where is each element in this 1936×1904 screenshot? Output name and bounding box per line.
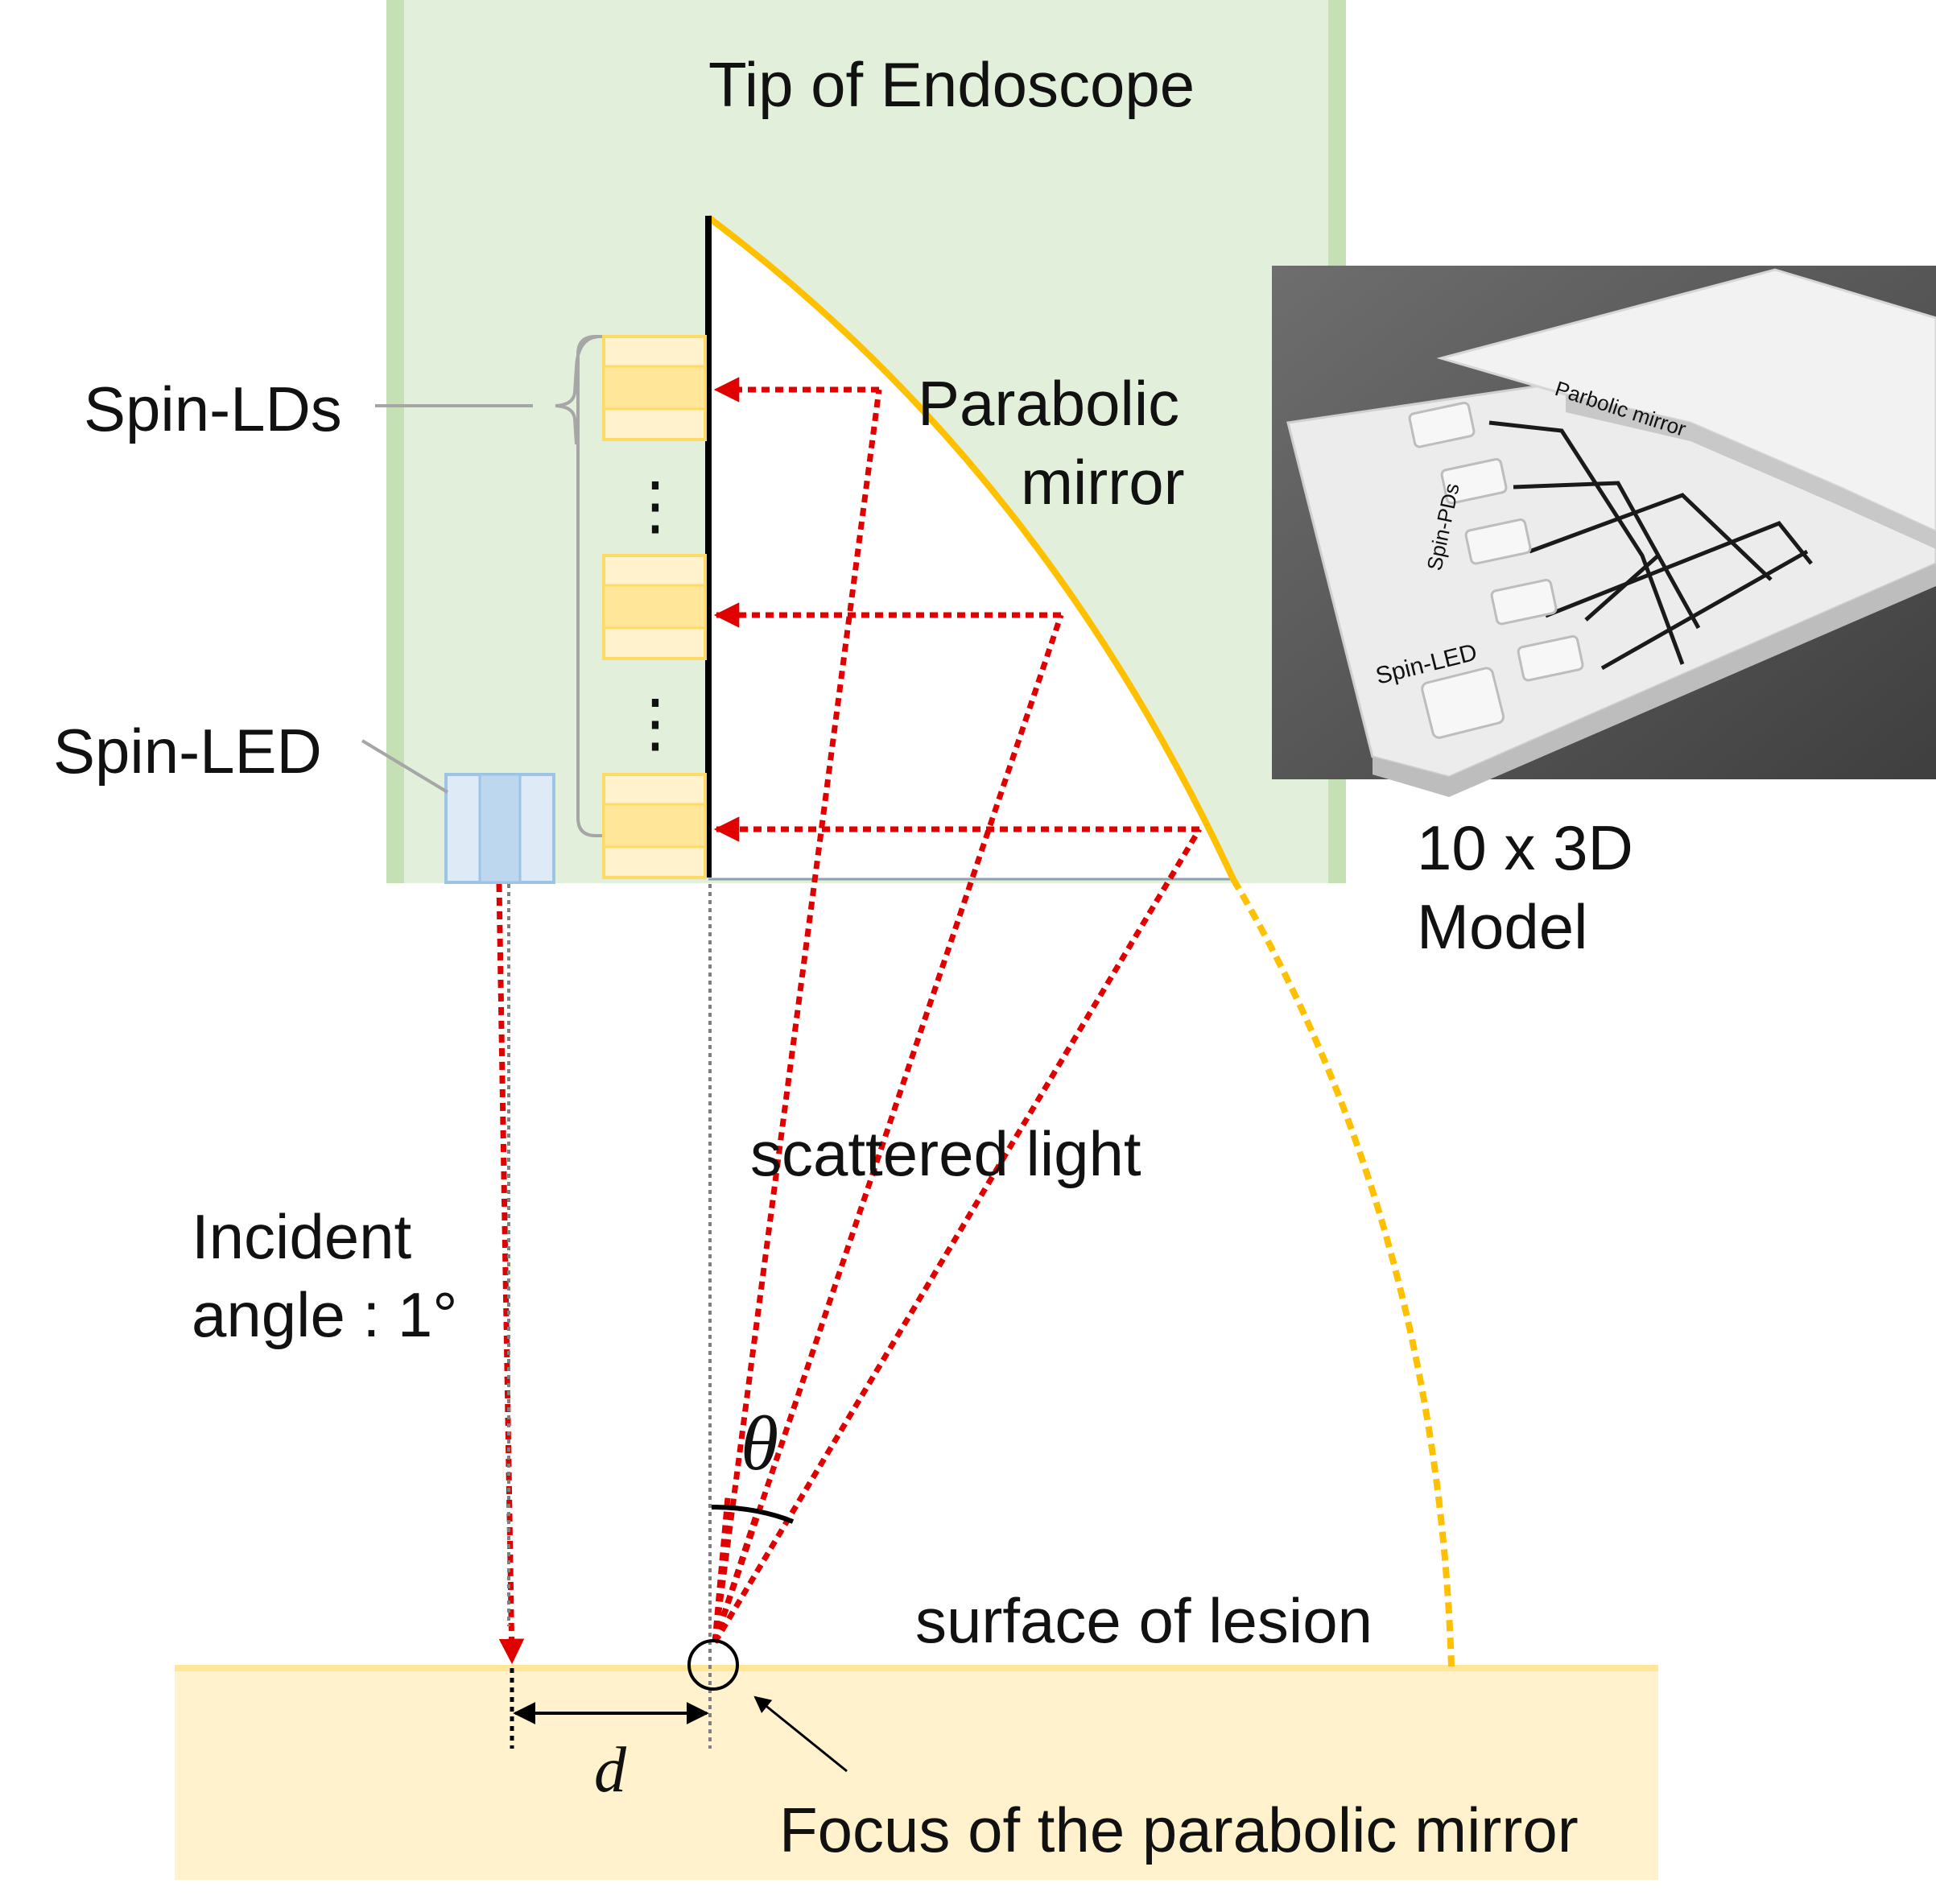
lesion-label: surface of lesion [915, 1585, 1373, 1656]
scattered-ray [712, 828, 1203, 1644]
spin-lds-label: Spin-LDs [84, 374, 342, 444]
ellipsis-icon: ⋮ [623, 469, 687, 541]
mirror-body [708, 217, 1233, 879]
theta-angle: θ scattered light [711, 1118, 1141, 1524]
ellipsis-icon: ⋮ [623, 687, 687, 758]
spin-ld [602, 773, 707, 879]
theta-arc [711, 1505, 795, 1524]
brace-icon [576, 335, 602, 837]
spin-ld [602, 554, 707, 660]
scattered-rays [712, 389, 1203, 1644]
model-photo: Parbolic mirror Spin-PDs Spin-LED [1272, 266, 1936, 797]
photo-grid-lines [1488, 420, 1813, 671]
theta-label: θ [741, 1400, 778, 1486]
parabolic-mirror: Parabolic mirror [705, 214, 1455, 1667]
mirror-label-line1: Parabolic [918, 368, 1179, 439]
mirror-label-line2: mirror [1021, 447, 1185, 518]
model-label-line1: 10 x 3D [1417, 812, 1633, 883]
distance-label: d [594, 1735, 627, 1806]
mirror-extension [1230, 877, 1455, 1667]
spin-ld-array: ⋮ ⋮ Spin-LDs [84, 335, 707, 879]
spin-led: Spin-LED [53, 716, 555, 884]
reflected-rays [713, 377, 1199, 842]
lesion: surface of lesion [175, 1585, 1658, 1880]
photo-spin-pd-array [1408, 402, 1584, 682]
scattered-ray [712, 613, 1064, 1644]
focus: Focus of the parabolic mirror [687, 1639, 1579, 1865]
focus-circle-icon [687, 1639, 739, 1691]
endoscope-left-edge [386, 0, 404, 883]
scattered-ray [712, 1497, 731, 1643]
mirror-surface [706, 214, 1236, 881]
spin-led-core [478, 773, 522, 884]
distance-d: d [513, 1702, 709, 1806]
spin-led-label: Spin-LED [53, 716, 322, 787]
incident-angle-label-line1: Incident [192, 1201, 412, 1272]
photo-mirror-side [1566, 394, 1936, 549]
incident-beam: Incident angle : 1° [192, 883, 525, 1749]
incident-angle-label-line2: angle : 1° [192, 1279, 457, 1350]
photo-spin-led-block [1421, 667, 1505, 739]
brace-icon [555, 335, 601, 445]
model-label-line2: Model [1417, 891, 1587, 962]
endoscope-title: Tip of Endoscope [708, 49, 1195, 120]
spin-ld [602, 335, 707, 441]
lesion-body [175, 1667, 1658, 1880]
scattered-ray [712, 389, 882, 1643]
photo-base-side [1373, 564, 1936, 797]
focus-label: Focus of the parabolic mirror [779, 1795, 1579, 1865]
scattered-light-label: scattered light [750, 1118, 1141, 1189]
scattered-ray [712, 1512, 760, 1644]
focus-pointer-arrow [753, 1695, 848, 1773]
spin-led-leader [361, 739, 449, 794]
